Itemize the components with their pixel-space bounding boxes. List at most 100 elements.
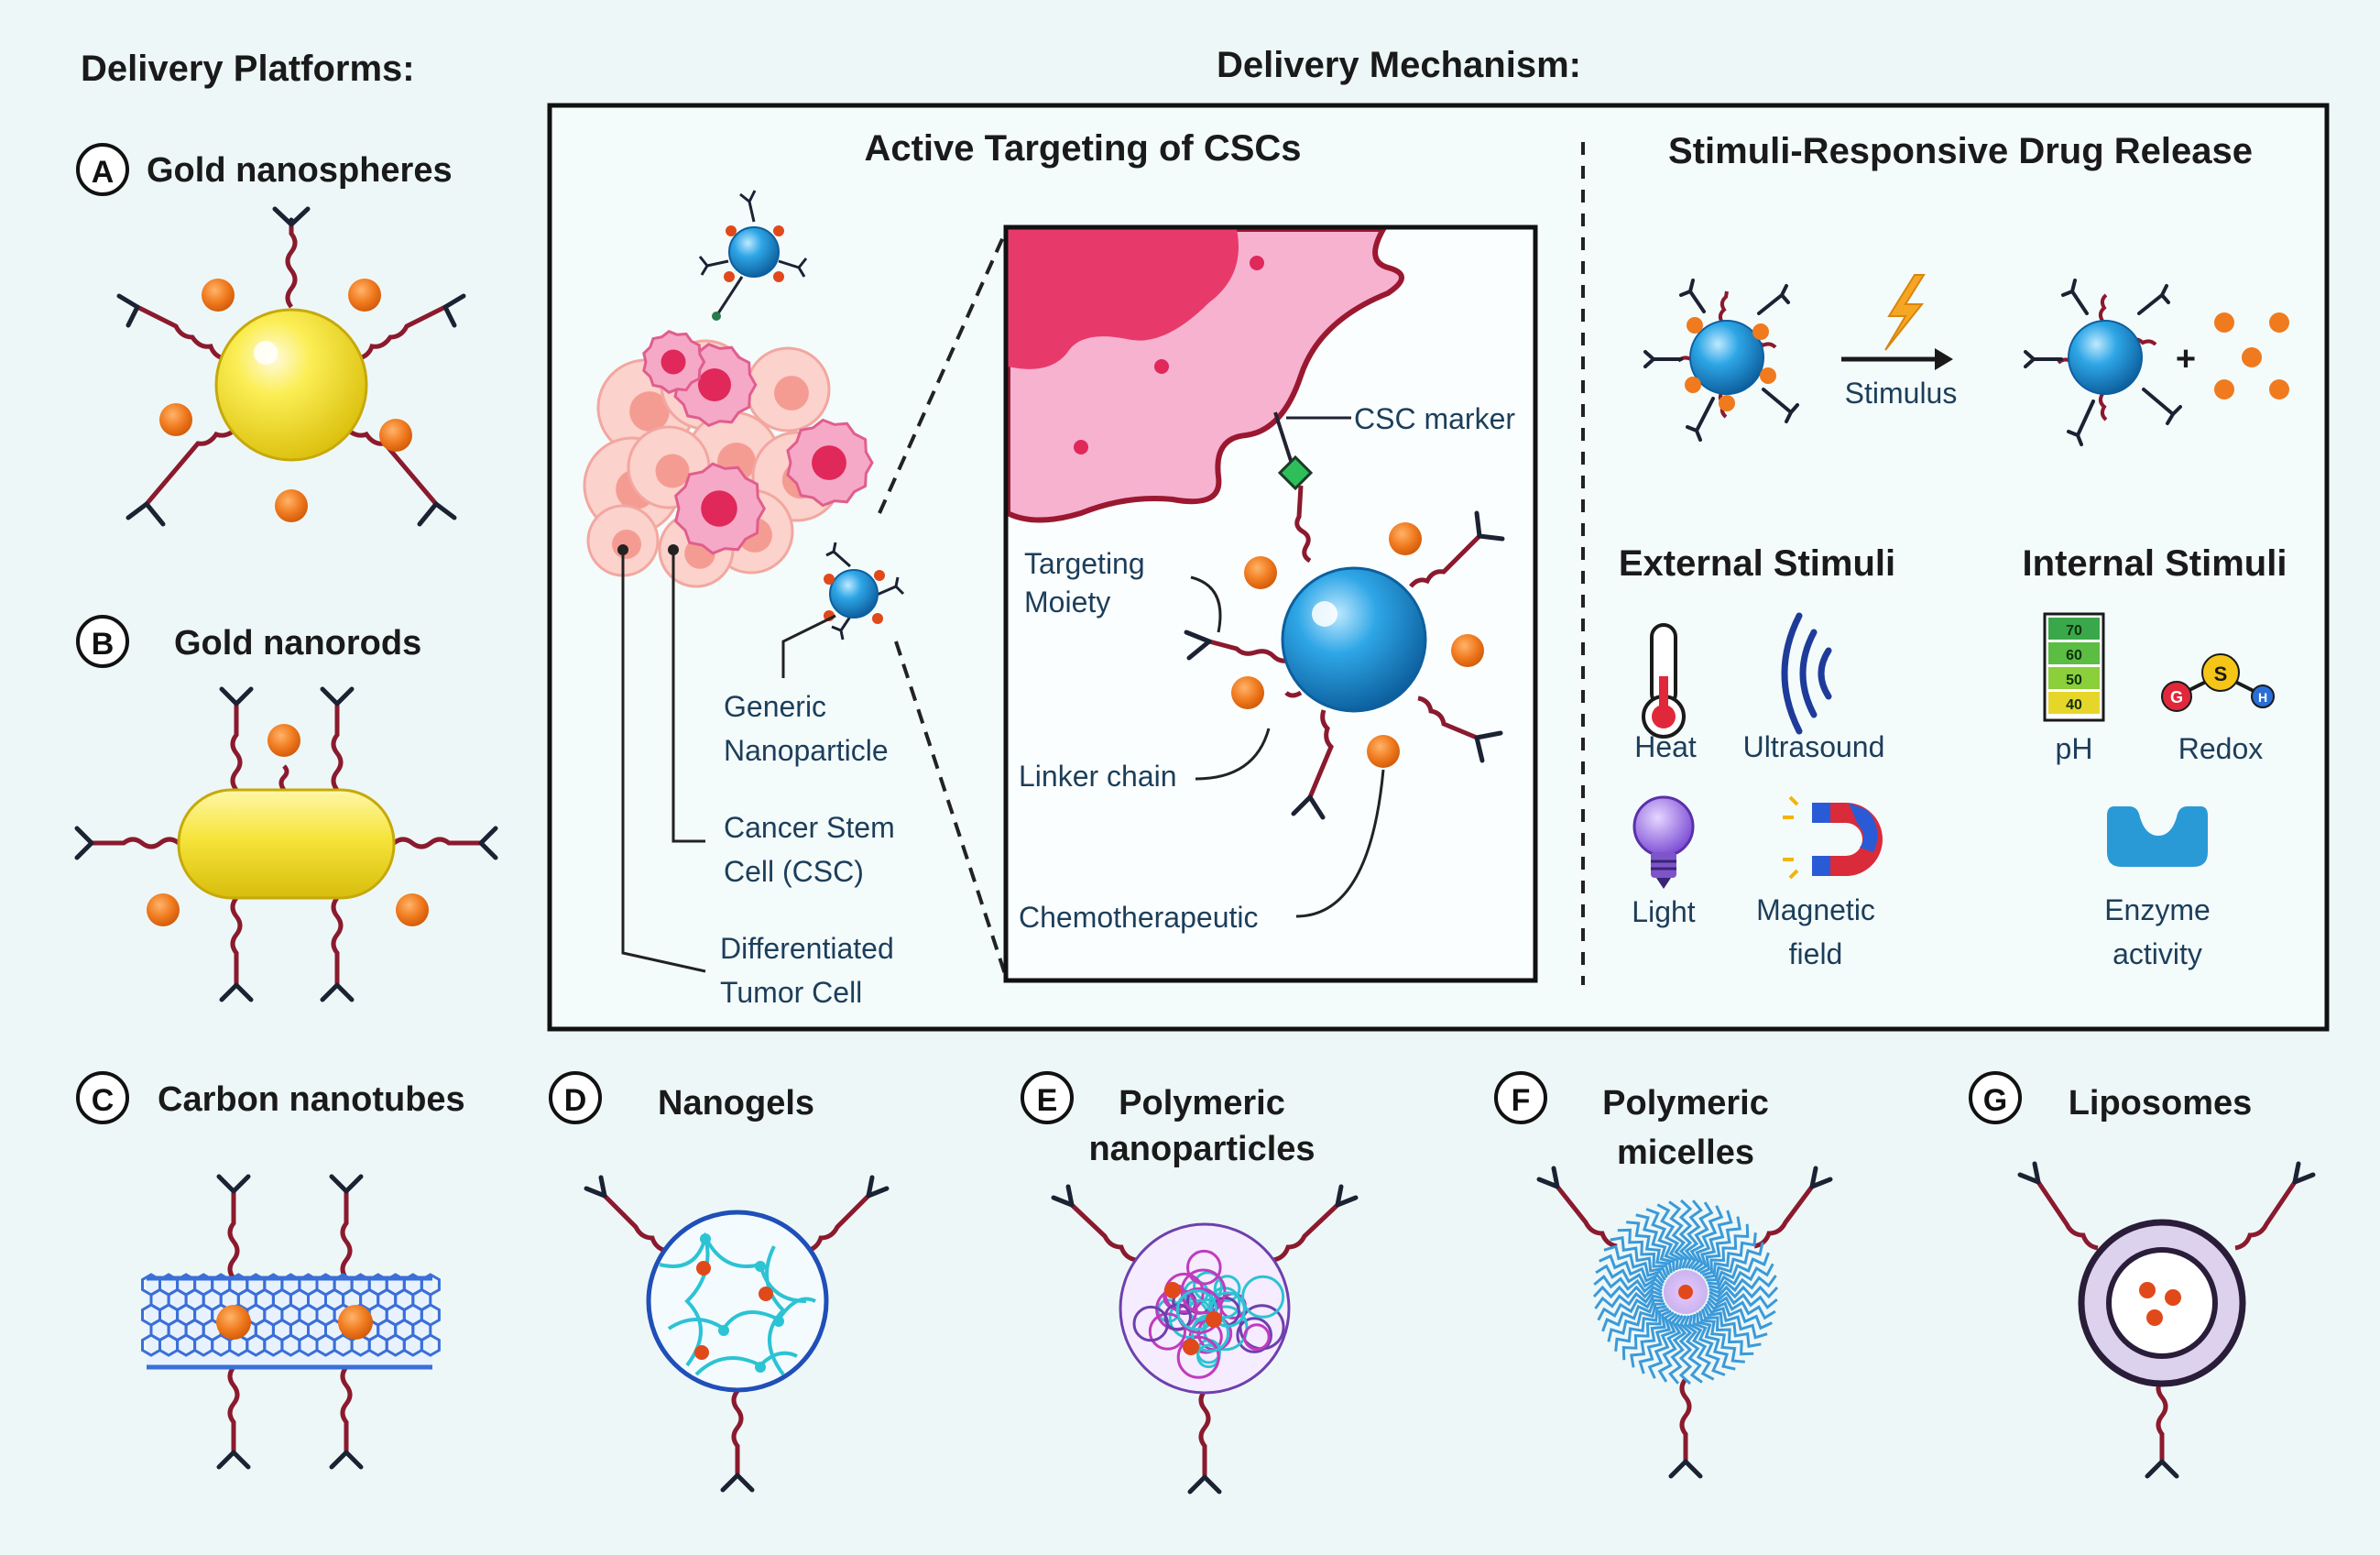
micelle-chain [1704, 1232, 1757, 1279]
polymer-coil [1213, 1275, 1241, 1302]
polymer-coil [1180, 1268, 1227, 1315]
np-highlight [1312, 601, 1337, 627]
leader-targeting [1190, 575, 1222, 633]
sphere-highlight [254, 341, 278, 365]
antibody-icon [2017, 1161, 2041, 1185]
arrow-head-icon [1935, 348, 1953, 370]
label-csc-1: Cancer Stem [724, 811, 895, 844]
antibody-icon [329, 1450, 364, 1470]
label-diff-2: Tumor Cell [720, 976, 862, 1009]
polymer-coil [1132, 1305, 1169, 1342]
badge-g [1969, 1071, 2022, 1124]
drug-dot [1752, 323, 1769, 340]
antibody-icon [442, 293, 466, 328]
antibody-icon [216, 1174, 251, 1194]
linker [92, 837, 180, 849]
label-liposomes: Liposomes [2069, 1084, 2253, 1122]
magnet-icon [1783, 795, 1883, 880]
micelle-chain [1708, 1290, 1778, 1309]
platform-f: F Polymeric micelles [1494, 1071, 1833, 1479]
drug-dot [773, 271, 784, 282]
linker [1307, 709, 1334, 798]
antibody-icon [2061, 279, 2089, 315]
released-drug [2269, 312, 2289, 333]
micelle-chain [1597, 1294, 1664, 1321]
antibody-icon [320, 686, 355, 706]
antibody-icon [126, 501, 166, 527]
leader-generic-np [781, 614, 836, 678]
label-polymeric-nanoparticles-2: nanoparticles [1088, 1130, 1315, 1168]
micelle-chain [1647, 1312, 1678, 1379]
label-gold-nanospheres: Gold nanospheres [147, 151, 453, 190]
badge-f [1494, 1071, 1547, 1124]
label-redox: Redox [2178, 732, 2264, 765]
linker [1272, 1203, 1339, 1263]
micelle-chain [1610, 1236, 1668, 1278]
label-csc-2: Cell (CSC) [724, 855, 864, 888]
micelle-chain [1706, 1242, 1764, 1282]
antibody-icon [272, 206, 311, 227]
drug-dot [694, 1345, 709, 1360]
redox-atom: S [2214, 663, 2228, 685]
drug-dot [874, 570, 885, 581]
linker [1294, 485, 1312, 564]
micelle-chain [1683, 1315, 1703, 1384]
antibody-icon [1187, 1474, 1222, 1495]
antibody-icon [216, 1450, 251, 1470]
crosslink-node [700, 1233, 711, 1244]
released-drug [2214, 312, 2234, 333]
drug-dot [216, 1305, 251, 1340]
micelle-chain [1614, 1305, 1667, 1352]
micelle-chain [1599, 1254, 1665, 1285]
linker [1409, 534, 1481, 588]
label-linker-chain: Linker chain [1019, 760, 1177, 793]
drug-dot [1183, 1339, 1199, 1355]
linker [805, 1194, 870, 1254]
micelle-chain [1657, 1314, 1682, 1383]
badge-d [549, 1071, 602, 1124]
antibody-icon [1291, 794, 1326, 820]
antibody-icon [1643, 350, 1683, 368]
released-drug [2214, 379, 2234, 400]
label-generic-np-2: Nanoparticle [724, 734, 889, 767]
linker [136, 304, 228, 362]
antibody-icon [2137, 284, 2170, 315]
drug-dot [1719, 395, 1735, 411]
micelle-chain [1592, 1285, 1663, 1299]
polymer-coil [1243, 1323, 1271, 1351]
label-ph: pH [2056, 732, 2093, 765]
vesicle-dot [1074, 440, 1088, 454]
linker [2156, 1377, 2168, 1462]
nanoparticle-before-release [1643, 279, 1799, 442]
drug-dot [1687, 317, 1703, 334]
drug-dot [2146, 1309, 2163, 1326]
crosslink-node [755, 1261, 766, 1272]
badge-b-letter: B [92, 627, 115, 662]
badge-c-letter: C [92, 1083, 115, 1118]
antibody-icon [1668, 1459, 1703, 1479]
redox-icon: G S H [2161, 653, 2275, 712]
external-stimuli-title: External Stimuli [1619, 543, 1895, 584]
generic-nanoparticle [829, 569, 879, 619]
delivery-platforms-header: Delivery Platforms: [81, 49, 415, 89]
polymer-coil [1236, 1317, 1272, 1353]
label-enzyme-2: activity [2113, 937, 2202, 970]
drug-dot [267, 724, 300, 757]
drug-dot [1231, 676, 1264, 709]
drug-dot [396, 893, 429, 926]
polymer-coil [1175, 1289, 1218, 1331]
linker [227, 1365, 240, 1452]
micelle-chain [1709, 1285, 1779, 1299]
micelle-chain [1708, 1263, 1774, 1290]
micelle-chain [1709, 1275, 1777, 1295]
cell-nucleus [774, 376, 809, 411]
linker [227, 1191, 240, 1280]
lightning-icon [1884, 274, 1926, 351]
drug-dot [1760, 367, 1776, 384]
ph-scale-value: 70 [2066, 623, 2082, 639]
label-light: Light [1632, 895, 1696, 928]
linker [285, 224, 298, 309]
csc-nucleus [812, 445, 846, 480]
micelle-chain [1621, 1307, 1670, 1361]
